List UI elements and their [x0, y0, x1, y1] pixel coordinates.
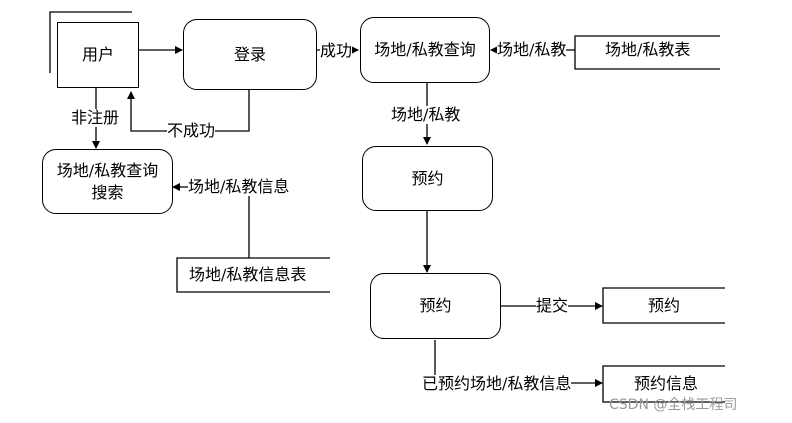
info-store-frame — [602, 365, 725, 403]
edge-label-fail: 不成功 — [167, 121, 216, 140]
user-label: 用户 — [81, 45, 114, 64]
arrow-info-search — [172, 183, 250, 258]
user-entity: 用户 — [57, 22, 139, 88]
edge-label-query-book: 场地/私教 — [391, 105, 461, 124]
login-label: 登录 — [233, 44, 266, 64]
login-process: 登录 — [183, 19, 317, 90]
search-label-line2: 搜索 — [91, 182, 124, 202]
info-store-label: 预约信息 — [634, 374, 699, 393]
search-process: 场地/私教查询 搜索 — [42, 149, 173, 214]
edge-label-unregistered: 非注册 — [71, 108, 120, 127]
store-table-label: 场地/私教表 — [605, 40, 691, 59]
booking-process-2: 预约 — [370, 273, 501, 339]
book-store-frame — [602, 287, 725, 324]
edge-label-booked-info: 已预约场地/私教信息 — [422, 374, 572, 393]
info-table-label: 场地/私教信息表 — [189, 265, 307, 284]
edge-label-table-query: 场地/私教 — [497, 40, 567, 59]
query-label: 场地/私教查询 — [374, 40, 476, 59]
user-entity-frame — [49, 11, 132, 73]
search-label-line1: 场地/私教查询 — [56, 160, 159, 180]
booking-process-1: 预约 — [362, 146, 493, 211]
store-table-frame — [574, 35, 720, 70]
query-process: 场地/私教查询 — [360, 17, 490, 83]
booking-label-2: 预约 — [419, 296, 452, 315]
watermark: CSDN @全栈工程司 — [609, 397, 738, 413]
edge-label-success: 成功 — [320, 41, 353, 60]
edge-label-info-search: 场地/私教信息 — [188, 177, 290, 196]
book-store-label: 预约 — [648, 296, 681, 315]
edge-label-submit: 提交 — [536, 296, 569, 315]
info-table-frame — [176, 257, 330, 293]
booking-label-1: 预约 — [411, 168, 444, 188]
